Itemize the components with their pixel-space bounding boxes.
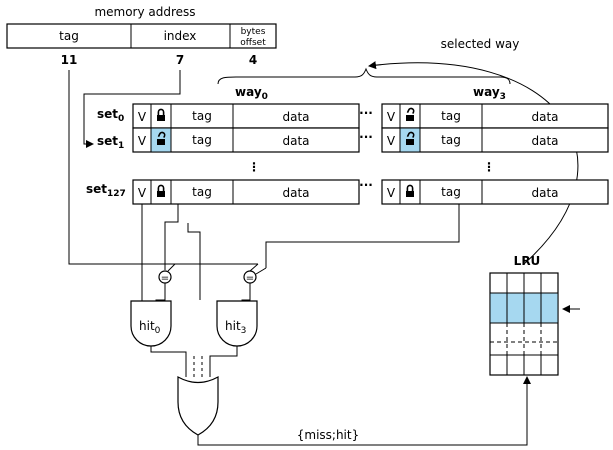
tag-cell: tag	[441, 109, 461, 123]
selected-way-label: selected way	[441, 37, 520, 51]
hit0-label: hit0	[139, 319, 161, 336]
tag-cell: tag	[192, 109, 212, 123]
ellipsis-h-set0: ···	[359, 106, 373, 120]
tag-bits: 11	[61, 53, 78, 67]
tag-cell: tag	[441, 185, 461, 199]
offset-bits: 4	[249, 53, 257, 67]
set0-label: set0	[97, 107, 124, 124]
way0-header: way0	[235, 85, 268, 102]
result-line	[197, 376, 531, 446]
valid-bit: V	[138, 134, 147, 148]
lru-table	[489, 272, 559, 376]
cmp0-to-and0	[155, 283, 166, 302]
way0-tag-wire	[164, 204, 179, 264]
valid-bit: V	[138, 110, 147, 124]
hit3-label: hit3	[225, 319, 246, 336]
data-cell: data	[282, 186, 309, 200]
and3-out	[209, 346, 238, 377]
ellipsis-v-way0: ⋮	[248, 160, 260, 174]
tag-cell: tag	[192, 133, 212, 147]
address-register	[6, 23, 277, 49]
address-tag-field: tag	[59, 29, 79, 43]
valid-bit: V	[387, 186, 396, 200]
address-index-field: index	[164, 29, 197, 43]
set1-label: set1	[97, 134, 124, 151]
ellipsis-h-set1: ···	[359, 130, 373, 144]
tag-cell: tag	[441, 133, 461, 147]
index-bits: 7	[176, 53, 184, 67]
way3-header: way3	[473, 85, 506, 102]
way3-tag-wire	[265, 204, 460, 268]
address-offset-field-line2: offset	[240, 38, 266, 48]
lru-label: LRU	[514, 254, 541, 268]
svg-text:=: =	[246, 273, 254, 284]
svg-text:=: =	[161, 273, 169, 284]
data-cell: data	[531, 186, 558, 200]
dashed-inputs	[193, 356, 203, 377]
valid-bit: V	[138, 186, 147, 200]
valid-bit: V	[387, 134, 396, 148]
data-cell: data	[531, 134, 558, 148]
way3-valid-wire	[187, 223, 201, 300]
address-caption: memory address	[94, 5, 195, 19]
result-label: {miss;hit}	[297, 428, 359, 442]
and0-out	[150, 346, 187, 377]
tag-line	[68, 70, 258, 265]
and-gate-icon	[130, 300, 172, 347]
data-cell: data	[282, 134, 309, 148]
cmp3-to-and3	[241, 283, 251, 302]
index-line	[83, 70, 181, 148]
comparator-icon: =	[158, 270, 172, 284]
or-gate-icon	[177, 375, 219, 436]
tag-cell: tag	[192, 185, 212, 199]
and-gate-icon	[216, 300, 258, 347]
ellipsis-h-set127: ···	[359, 178, 373, 192]
ellipsis-v-way3: ⋮	[483, 160, 495, 174]
data-cell: data	[531, 110, 558, 124]
way-brace	[217, 67, 511, 85]
comparator-icon: =	[243, 270, 257, 284]
address-offset-field-line1: bytes	[241, 27, 266, 37]
cmp0-in2	[167, 263, 176, 272]
valid-bit: V	[387, 110, 396, 124]
cmp3-in	[249, 263, 267, 275]
set127-label: set127	[86, 182, 126, 199]
data-cell: data	[282, 110, 309, 124]
